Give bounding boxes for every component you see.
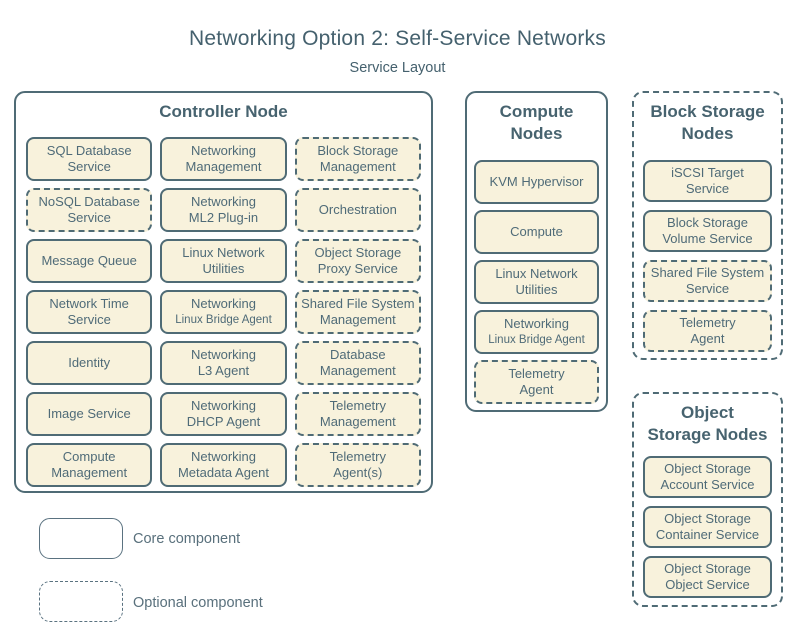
compute-nodes-group: Compute Nodes KVM Hypervisor Compute Lin… (465, 91, 608, 412)
service-message-queue: Message Queue (26, 239, 153, 283)
block-storage-nodes-title: Block Storage Nodes (650, 102, 765, 144)
compute-nodes-title: Compute Nodes (499, 102, 574, 144)
page-title: Networking Option 2: Self-Service Networ… (189, 27, 606, 50)
controller-node-title: Controller Node (159, 102, 288, 121)
service-orchestration: Orchestration (294, 188, 421, 232)
core-component-swatch (39, 518, 123, 559)
service-identity: Identity (26, 341, 153, 385)
core-component-label: Core component (133, 531, 241, 547)
optional-component-label: Optional component (133, 595, 263, 611)
service-compute: Compute (474, 210, 599, 254)
diagram-header: Networking Option 2: Self-Service Networ… (0, 27, 795, 76)
service-kvm-hypervisor: KVM Hypervisor (474, 160, 599, 204)
object-storage-nodes-title: Object Storage Nodes (647, 403, 768, 445)
optional-component-swatch (39, 581, 123, 622)
service-image-service: Image Service (26, 392, 153, 436)
page-subtitle: Service Layout (349, 60, 446, 76)
